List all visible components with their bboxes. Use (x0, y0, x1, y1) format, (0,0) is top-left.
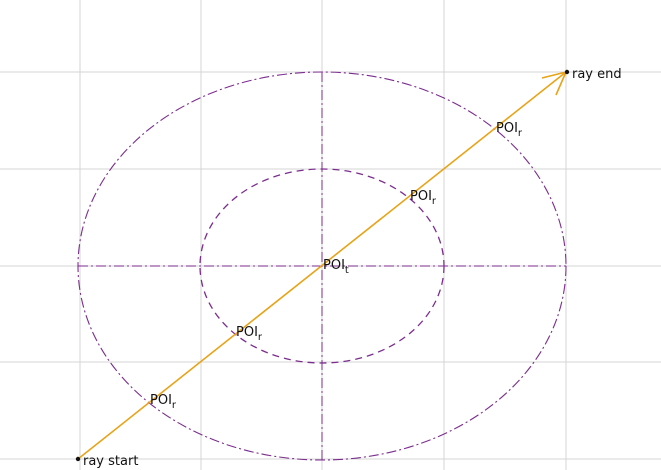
poi-reflect-label-1: POIr (496, 121, 523, 139)
ray-end-point (564, 69, 570, 75)
ray-end-label: ray end (572, 67, 622, 82)
ray-line (77, 71, 567, 460)
ray-start-point (75, 456, 81, 462)
poi-reflect-label-4: POIr (150, 393, 177, 411)
ray-start-label: ray start (83, 454, 138, 469)
poi-reflect-label-3: POIr (236, 325, 263, 343)
poi-target-label: POIt (323, 258, 349, 276)
poi-reflect-label-2: POIr (410, 189, 437, 207)
